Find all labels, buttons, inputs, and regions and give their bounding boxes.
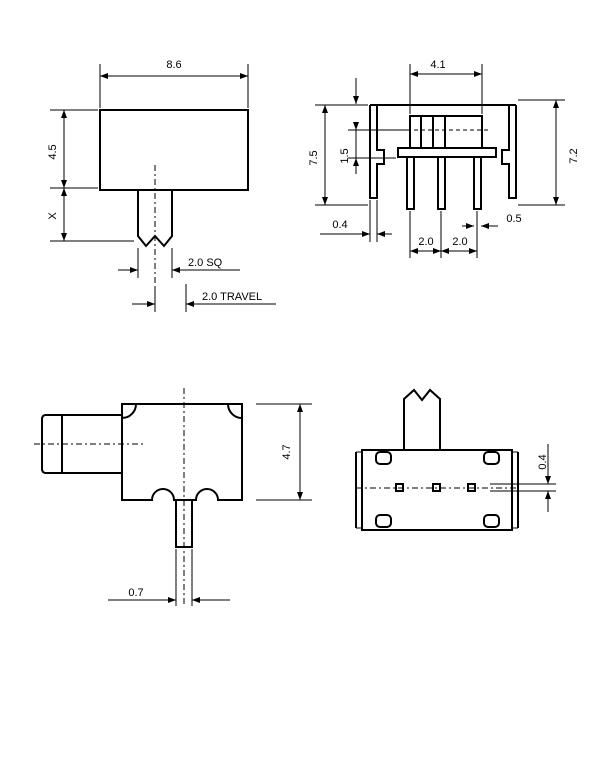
dim-15-arrow-bottom bbox=[353, 158, 359, 166]
top-view: 4.7 0.7 bbox=[34, 388, 312, 606]
dim-travel-arrow-left bbox=[147, 301, 155, 307]
side-right-leg bbox=[501, 105, 517, 199]
dim-act-arrow-bottom bbox=[61, 233, 67, 241]
dim-width-label: 8.6 bbox=[166, 59, 181, 71]
dim-05-arrow-left bbox=[466, 223, 474, 229]
dim-41-arrow-right bbox=[474, 71, 482, 77]
dim-04b-arrow-bottom bbox=[545, 491, 551, 499]
dim-pitch-arrow-2 bbox=[433, 248, 441, 254]
dim-04b-label: 0.4 bbox=[537, 454, 549, 469]
footprint-mount-tl bbox=[375, 451, 392, 465]
dim-body-arrow-top bbox=[61, 110, 67, 118]
dim-sq-arrow-right bbox=[172, 267, 180, 273]
top-view-body bbox=[121, 403, 243, 501]
footprint-mount-tr bbox=[483, 451, 500, 465]
top-view-corner-tr bbox=[227, 403, 243, 419]
dim-width-arrow-left bbox=[100, 73, 108, 79]
side-pin-2 bbox=[437, 156, 446, 210]
footprint-body bbox=[361, 449, 513, 531]
footprint-view: 0.4 bbox=[355, 388, 556, 531]
dim-75-label: 7.5 bbox=[308, 150, 320, 165]
dim-47-arrow-top bbox=[297, 404, 303, 412]
side-view: 4.1 7.5 1.5 7.2 0.4 bbox=[308, 59, 580, 258]
dim-07-arrow-right bbox=[192, 597, 200, 603]
dim-72-label: 7.2 bbox=[568, 148, 580, 163]
dim-width-arrow-right bbox=[240, 73, 248, 79]
dim-41-label: 4.1 bbox=[430, 59, 445, 71]
footprint-mount-bl bbox=[375, 514, 392, 528]
side-base-plate bbox=[397, 147, 497, 158]
dim-sq-arrow-left bbox=[130, 267, 138, 273]
front-body bbox=[99, 109, 249, 191]
dim-07-label: 0.7 bbox=[128, 587, 143, 599]
dim-sq-label: 2.0 SQ bbox=[188, 257, 223, 269]
dim-pitch-left-label: 2.0 bbox=[418, 236, 433, 248]
dim-75-arrow-top bbox=[322, 105, 328, 113]
dim-72-arrow-bottom bbox=[553, 197, 559, 205]
top-view-slider bbox=[41, 414, 122, 474]
dim-72-arrow-top bbox=[553, 100, 559, 108]
dim-07-arrow-left bbox=[168, 597, 176, 603]
dim-pitch-arrow-3 bbox=[441, 248, 449, 254]
dim-47-arrow-bottom bbox=[297, 492, 303, 500]
dim-pitch-right-label: 2.0 bbox=[452, 236, 467, 248]
dim-pitch-arrow-4 bbox=[469, 248, 477, 254]
dim-05-arrow-right bbox=[481, 223, 489, 229]
dim-15-label: 1.5 bbox=[339, 148, 351, 163]
dim-47-label: 4.7 bbox=[281, 444, 293, 459]
dim-04b-arrow-top bbox=[545, 476, 551, 484]
dim-act-arrow-top bbox=[61, 188, 67, 196]
dim-04-label: 0.4 bbox=[332, 219, 347, 231]
dim-41-arrow-left bbox=[410, 71, 418, 77]
front-view: 8.6 4.5 X 2.0 SQ 2.0 TRAVEL bbox=[47, 59, 276, 312]
footprint-actuator bbox=[403, 388, 441, 450]
dim-top-leader-arrow bbox=[353, 96, 359, 104]
dim-75-arrow-bottom bbox=[322, 197, 328, 205]
dim-travel-label: 2.0 TRAVEL bbox=[202, 291, 262, 303]
dim-04-arrow-left bbox=[362, 231, 370, 237]
side-left-leg bbox=[369, 105, 385, 199]
dim-15-arrow-top bbox=[353, 122, 359, 130]
side-pin-1 bbox=[406, 156, 415, 210]
top-view-corner-tl bbox=[121, 403, 137, 419]
footprint-mount-br bbox=[483, 514, 500, 528]
dim-body-arrow-bottom bbox=[61, 180, 67, 188]
dim-body-height-label: 4.5 bbox=[47, 144, 59, 159]
dim-travel-arrow-right bbox=[186, 301, 194, 307]
dim-05-label: 0.5 bbox=[506, 213, 521, 225]
side-pin-3 bbox=[473, 156, 482, 210]
dim-pitch-arrow-1 bbox=[410, 248, 418, 254]
dim-act-height-label: X bbox=[47, 212, 59, 220]
dim-04-arrow-right bbox=[377, 231, 385, 237]
